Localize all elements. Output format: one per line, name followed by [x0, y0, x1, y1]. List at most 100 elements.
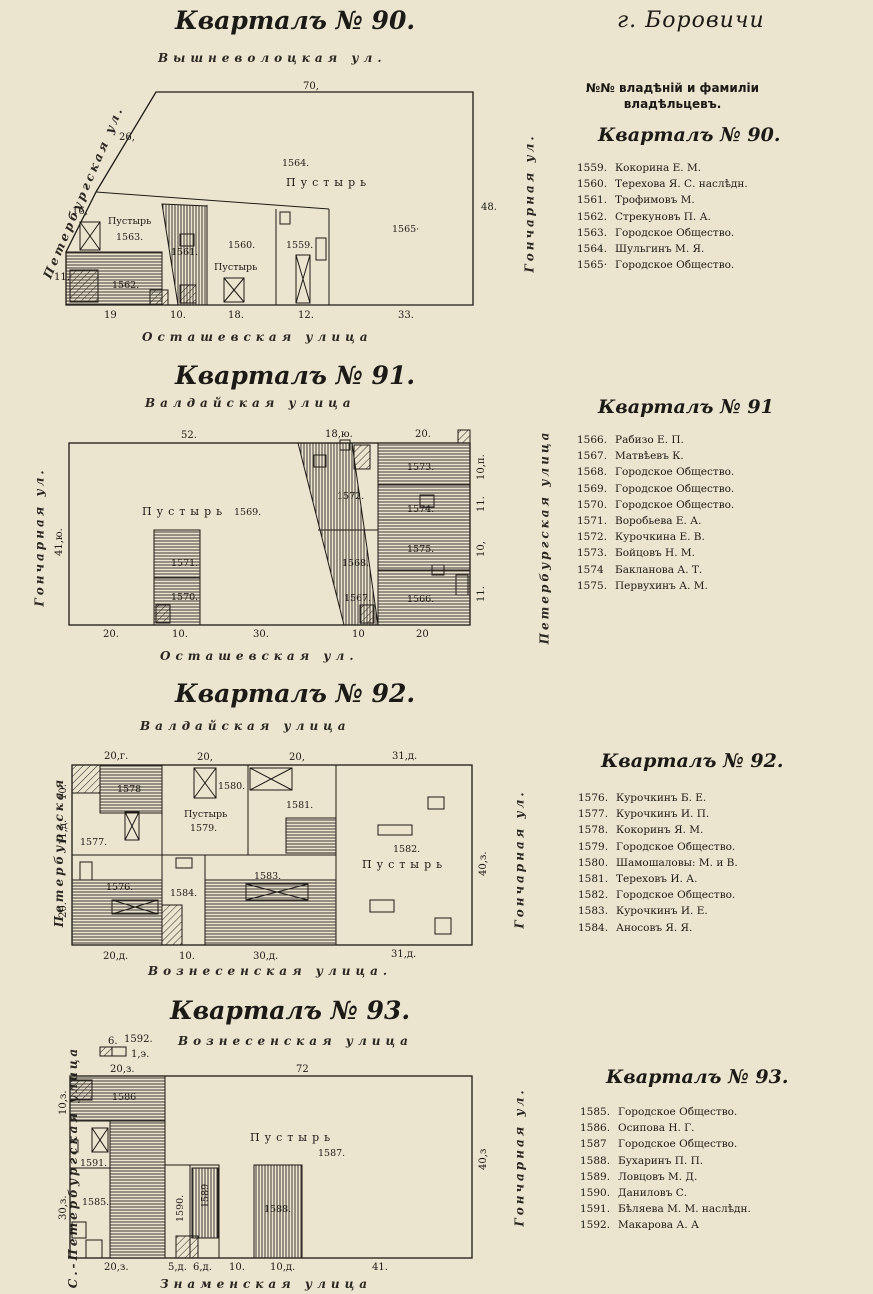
owner-number: 1572. [577, 531, 608, 544]
block-92-street-top: Валдайская улица [140, 719, 351, 733]
block-93-title: Кварталъ № 93. [170, 996, 411, 1025]
block-92-plot-num: 1582. [393, 844, 420, 855]
block-90-plot-num: 1564. [282, 158, 309, 169]
block-93-measure-tiny-a: 6. [108, 1036, 118, 1047]
owner-entry: 1569.Городское Общество. [577, 481, 734, 497]
owner-number: 1577. [578, 808, 609, 821]
block-92-plot-num: 1578 [117, 784, 141, 795]
block-92-measure-t3: 20, [289, 752, 305, 763]
owner-number: 1582. [578, 889, 609, 902]
block-90-measure-b3: 18. [228, 310, 244, 321]
block-90-plot-num: 1560. [228, 240, 255, 251]
owner-entry: 1576. Курочкинъ Б. Е. [578, 790, 738, 806]
block-93-owners: 1585.Городское Общество. 1586.Осипова Н.… [580, 1104, 751, 1234]
owner-entry: 1580.Шамошаловы: М. и В. [578, 855, 738, 871]
block-91-plot-num: 1566. [407, 594, 434, 605]
owner-number: 1567. [577, 450, 608, 463]
block-93-plot-num: 1591. [80, 1158, 107, 1169]
block-90-street-bottom: Осташевская улица [142, 330, 373, 344]
owner-entry: 1561.Трофимовъ М. [577, 192, 748, 208]
owner-number: 1561. [577, 194, 608, 207]
owner-number: 1583. [578, 905, 609, 918]
owner-entry: 1581.Тереховъ И. А. [578, 871, 738, 887]
owner-name: Шамошаловы: М. и В. [616, 856, 738, 869]
block-92-plot-num: 1583. [254, 871, 281, 882]
owner-number: 1559. [577, 162, 608, 174]
owner-number: 1587 [580, 1138, 607, 1151]
block-91-measure-r4: 11. [476, 586, 487, 602]
block-91-plot-num: 1573. [407, 462, 434, 473]
block-91-owners-title: Кварталъ № 91 [598, 396, 774, 418]
owner-name: Рабизо Е. П. [615, 434, 684, 446]
owner-name: Ловцовъ М. Д. [618, 1170, 698, 1183]
block-91-plot-note: Пустырь [142, 505, 227, 518]
block-93-measure-b3: 6,д. [193, 1262, 212, 1273]
block-91-measure-b4: 10 [352, 629, 365, 640]
block-91-plot-num: 1574. [407, 504, 434, 515]
block-93-measure-tiny-b: 1592. [124, 1034, 153, 1045]
block-91-measure-top-b: 18,ю. [325, 429, 353, 440]
owner-number: 1576. [578, 792, 609, 804]
owner-entry: 1577.Курочкинъ И. П. [578, 806, 738, 822]
legend-heading-line-2: владѣльцевъ. [623, 97, 722, 111]
owner-number: 1591. [580, 1203, 611, 1216]
owner-number: 1564. [577, 243, 608, 256]
block-92-plot-num: 1580. [218, 781, 245, 792]
owner-name: Городское Общество. [616, 840, 736, 853]
block-90-street-top: Вышневолоцкая ул. [158, 51, 387, 65]
block-91-measure-b2: 10. [172, 629, 188, 640]
block-91-measure-b3: 30. [253, 629, 269, 640]
block-91-plot-num: 1569. [234, 507, 261, 518]
owner-name: Курочкинъ И. Е. [616, 905, 708, 918]
block-90-owners-title: Кварталъ № 90. [598, 124, 781, 146]
owner-number: 1581. [578, 873, 609, 886]
owner-number: 1560. [577, 178, 608, 191]
block-91-plot-num: 1571. [171, 558, 198, 569]
owner-name: Городское Общество. [615, 466, 735, 479]
owner-entry: 1573.Бойцовъ Н. М. [577, 545, 734, 561]
owner-entry: 1564.Шульгинъ М. Я. [577, 241, 748, 257]
block-91-title: Кварталъ № 91. [175, 361, 416, 390]
owner-number: 1563. [577, 226, 608, 239]
legend-heading-line-1: №№ владѣній и фамиліи [585, 81, 760, 95]
owner-number: 1562. [577, 210, 608, 223]
owner-entry: 1582.Городское Общество. [578, 887, 738, 903]
block-92-plot-note: Пустырь [184, 809, 227, 820]
block-93-measure-b6: 41. [372, 1262, 388, 1273]
owner-name: Городское Общество. [618, 1106, 738, 1118]
owner-name: Бухаринъ П. П. [618, 1154, 704, 1167]
block-93-measure-tiny-c: 1,э. [131, 1049, 149, 1060]
block-90-measure-left-b: 11. [54, 272, 70, 283]
block-91-street-bottom: Осташевская ул. [160, 649, 359, 663]
block-92-measure-b3: 30,д. [253, 951, 278, 962]
block-92-measure-l3: 20. [58, 902, 69, 918]
owner-name: Стрекуновъ П. А. [615, 210, 711, 223]
block-90-plot-num: 1559. [286, 240, 313, 251]
owner-name: Даниловъ С. [618, 1187, 688, 1200]
block-91-measure-r3: 10, [476, 541, 487, 557]
owner-number: 1585. [580, 1106, 611, 1118]
owner-name: Первухинъ А. М. [615, 579, 708, 592]
owner-name: Курочкинъ Б. Е. [616, 792, 707, 804]
block-92-measure-t2: 20, [197, 752, 213, 763]
block-91-measure-top-a: 52. [181, 430, 197, 441]
block-93-measure-b2: 5,д. [168, 1262, 187, 1273]
owner-number: 1584. [578, 921, 609, 934]
block-92-owners-title: Кварталъ № 92. [601, 750, 784, 772]
owner-entry: 1583. Курочкинъ И. Е. [578, 903, 738, 919]
block-91-street-top: Валдайская улица [145, 396, 356, 410]
block-93-measure-t2: 72 [296, 1064, 309, 1075]
owner-entry: 1570.Городское Общество. [577, 497, 734, 513]
block-93-street-top: Вознесенская улица [178, 1034, 413, 1048]
owner-entry: 1589.Ловцовъ М. Д. [580, 1169, 751, 1185]
owner-number: 1574 [577, 563, 604, 576]
owner-number: 1566. [577, 434, 608, 446]
owner-name: Курочкина Е. В. [615, 531, 705, 544]
owner-name: Матвѣевъ К. [615, 450, 684, 463]
owner-number: 1569. [577, 482, 608, 495]
block-91-measure-top-c: 20. [415, 429, 431, 440]
block-92-measure-t4: 31,д. [392, 751, 417, 762]
